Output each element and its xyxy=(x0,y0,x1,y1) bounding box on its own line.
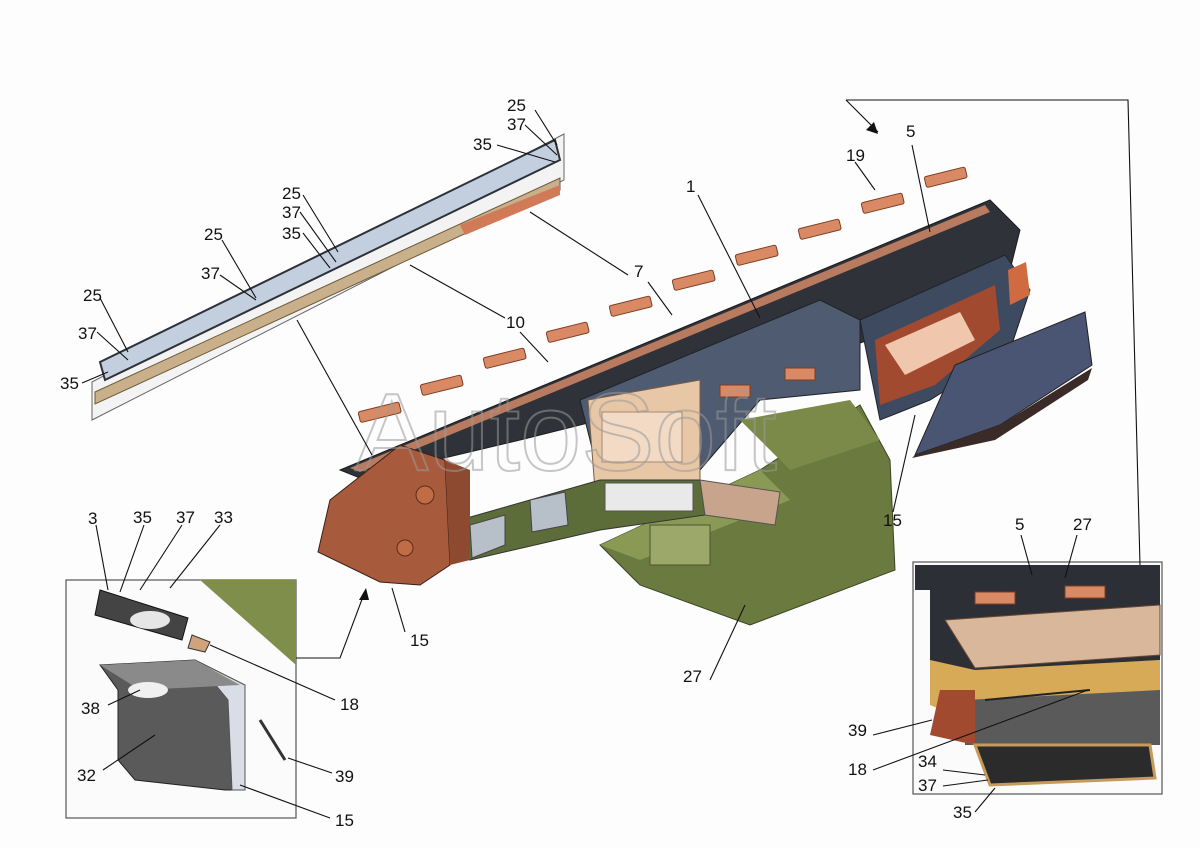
trim-label-35-b: 35 xyxy=(282,224,301,243)
label-7: 7 xyxy=(634,262,643,281)
dashboard-assembly xyxy=(317,199,1093,626)
left-label-32: 32 xyxy=(77,766,96,785)
trim-label-25-b: 25 xyxy=(282,184,301,203)
vent-5 xyxy=(608,295,653,317)
left-detail-inset xyxy=(65,579,297,819)
left-label-38: 38 xyxy=(81,699,100,718)
label-15-main-right: 15 xyxy=(883,511,902,530)
right-label-35: 35 xyxy=(953,803,972,822)
label-5-main: 5 xyxy=(906,122,915,141)
label-19: 19 xyxy=(846,146,865,165)
vent-3 xyxy=(482,347,527,369)
trim-label-25-d: 25 xyxy=(83,286,102,305)
vent-row xyxy=(357,166,968,423)
right-label-39: 39 xyxy=(848,721,867,740)
part-labels: 1 5 19 7 10 15 15 27 25 37 35 25 37 35 2… xyxy=(60,96,1092,830)
trim-label-37-d: 37 xyxy=(78,324,97,343)
right-detail-inset xyxy=(912,561,1163,795)
left-label-37: 37 xyxy=(176,508,195,527)
vent-10 xyxy=(923,166,968,188)
label-15-main-left: 15 xyxy=(410,631,429,650)
label-27-main: 27 xyxy=(683,667,702,686)
trim-label-37-b: 37 xyxy=(282,203,301,222)
watermark: AutoSoft xyxy=(355,371,777,494)
left-label-39: 39 xyxy=(335,767,354,786)
right-label-18: 18 xyxy=(848,760,867,779)
right-label-37: 37 xyxy=(918,776,937,795)
vent-1 xyxy=(357,401,402,423)
vent-6 xyxy=(671,269,716,291)
side-cover-right xyxy=(914,311,1093,456)
left-label-33: 33 xyxy=(214,508,233,527)
left-housing xyxy=(317,444,451,586)
left-label-18: 18 xyxy=(340,695,359,714)
label-10: 10 xyxy=(506,313,525,332)
left-label-3: 3 xyxy=(88,509,97,528)
right-label-34: 34 xyxy=(918,752,937,771)
vent-8 xyxy=(797,218,842,240)
trim-label-25-a: 25 xyxy=(507,96,526,115)
vent-7 xyxy=(734,244,779,266)
trim-label-35-d: 35 xyxy=(60,374,79,393)
vent-4 xyxy=(545,321,590,343)
trim-label-37-c: 37 xyxy=(201,264,220,283)
trim-strip xyxy=(91,133,565,421)
right-label-27: 27 xyxy=(1073,515,1092,534)
right-label-5: 5 xyxy=(1015,515,1024,534)
left-label-35: 35 xyxy=(133,508,152,527)
vent-9 xyxy=(860,192,905,214)
vent-2 xyxy=(419,374,464,396)
trim-label-37-a: 37 xyxy=(507,115,526,134)
trim-label-35-a: 35 xyxy=(473,135,492,154)
left-label-15: 15 xyxy=(335,811,354,830)
trim-label-25-c: 25 xyxy=(204,225,223,244)
leader-lines xyxy=(81,99,1141,819)
label-1: 1 xyxy=(686,177,695,196)
